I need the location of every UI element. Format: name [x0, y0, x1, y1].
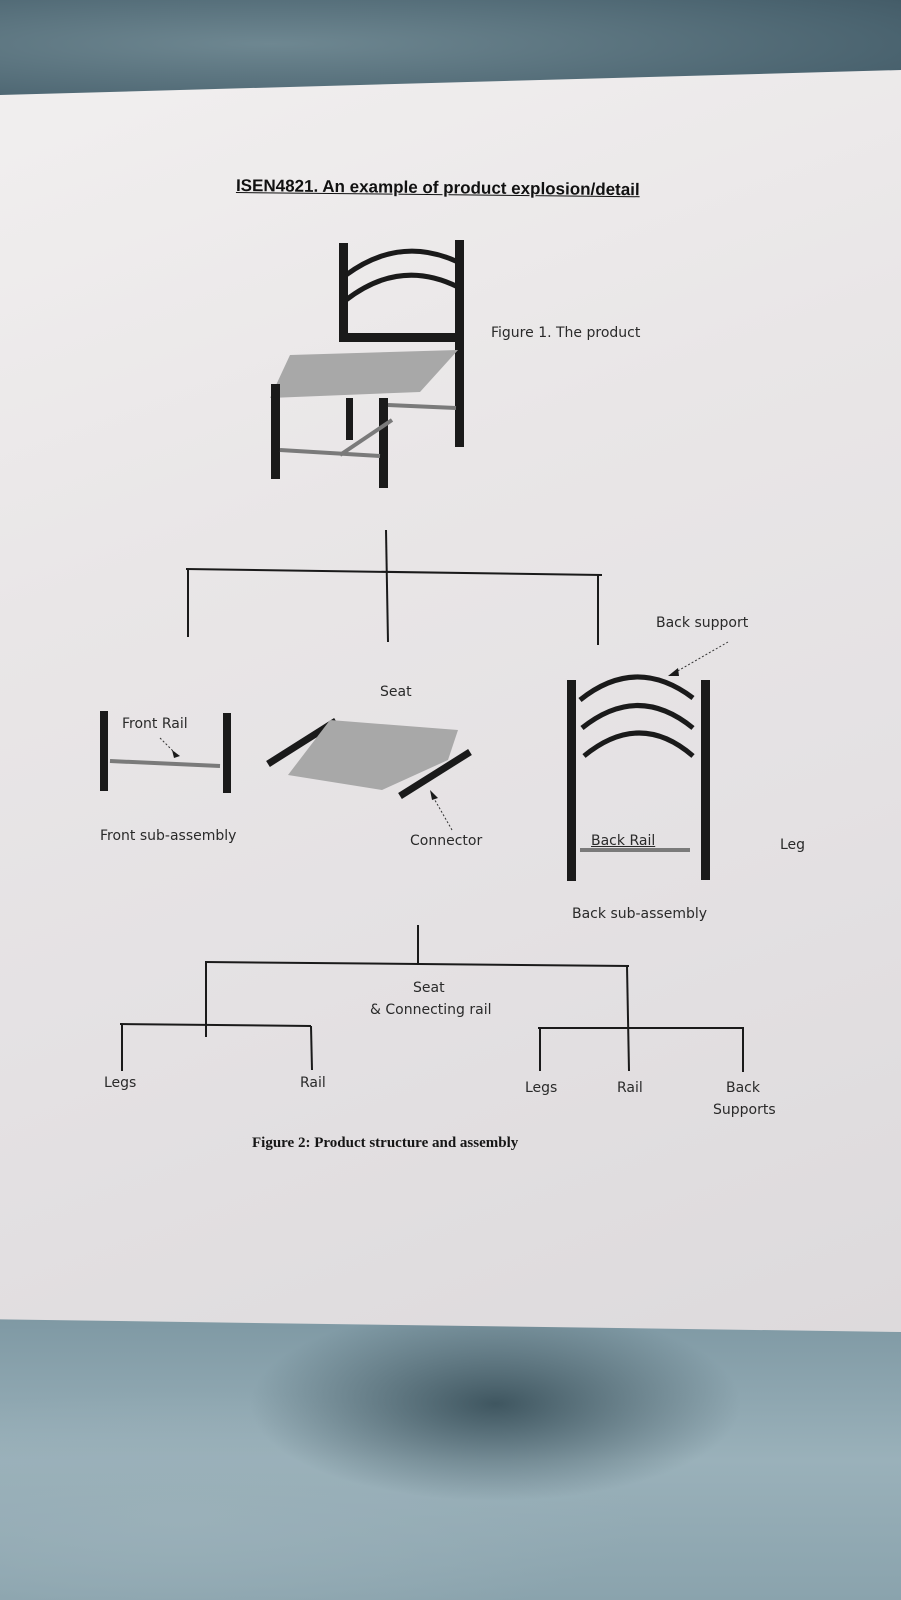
- back-rail-leaf: Rail: [617, 1080, 643, 1096]
- back-legs-leaf: Legs: [525, 1080, 558, 1096]
- product-tree-top: [185, 529, 603, 645]
- back-supports-leaf-line2: Supports: [713, 1102, 776, 1118]
- product-tree-bottom: [119, 925, 744, 1072]
- seat-connecting-label-line2: & Connecting rail: [370, 1002, 492, 1018]
- back-support-label: Back support: [656, 615, 749, 631]
- front-subassembly-drawing: [100, 711, 231, 793]
- front-subassembly-label: Front sub-assembly: [100, 828, 237, 844]
- seat-exploded-drawing: [266, 718, 472, 831]
- figure1-caption: Figure 1. The product: [491, 325, 641, 341]
- figure2-caption: Figure 2: Product structure and assembly: [252, 1135, 519, 1151]
- back-rail-label: Back Rail: [591, 833, 656, 849]
- back-subassembly-label: Back sub-assembly: [572, 906, 708, 922]
- back-subassembly-drawing: [567, 641, 729, 881]
- seat-label: Seat: [380, 684, 412, 700]
- front-rail-leaf: Rail: [300, 1075, 326, 1091]
- seat-connecting-label-line1: Seat: [413, 980, 445, 996]
- background-fabric-bottom: [0, 1320, 901, 1600]
- front-legs-leaf: Legs: [104, 1075, 137, 1091]
- front-rail-label: Front Rail: [122, 716, 188, 732]
- paper-sheet: [0, 70, 901, 1332]
- connector-label: Connector: [410, 833, 483, 849]
- back-supports-leaf-line1: Back: [726, 1080, 760, 1096]
- chair-illustration: [270, 240, 464, 488]
- leg-label: Leg: [780, 837, 806, 853]
